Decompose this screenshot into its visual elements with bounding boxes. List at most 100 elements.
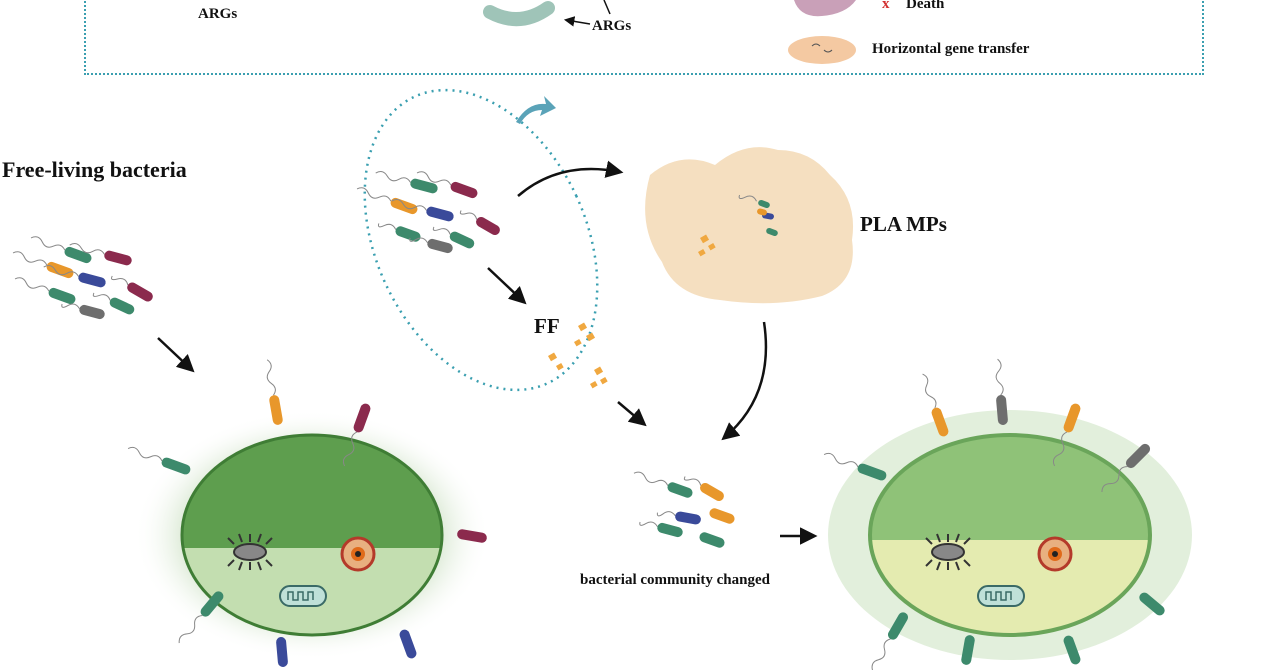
bacterium-body xyxy=(1063,635,1081,665)
flagellum xyxy=(738,194,757,202)
bacterium xyxy=(92,292,135,315)
bacterium-body xyxy=(931,407,949,437)
bacterium-body xyxy=(104,250,132,266)
bacterium xyxy=(178,591,224,644)
bacterium xyxy=(432,226,475,249)
flagellum xyxy=(639,521,658,527)
host-cell-right xyxy=(828,410,1192,660)
flagellum xyxy=(266,359,276,396)
bacterium xyxy=(871,612,908,670)
bacterium-body xyxy=(276,637,288,667)
flagellum xyxy=(416,171,452,186)
bacterium xyxy=(639,521,683,538)
legend-box xyxy=(84,0,1204,75)
bacterium xyxy=(69,243,132,266)
flagellum xyxy=(342,431,358,467)
bacterium-body xyxy=(269,395,283,425)
legend-death-cell xyxy=(794,0,856,17)
flagellum xyxy=(995,358,1004,396)
ff-label: FF xyxy=(534,314,560,338)
bacterium-body xyxy=(709,508,735,524)
bacterium-body xyxy=(161,457,191,475)
flagellum xyxy=(683,476,702,486)
bacteria-layer xyxy=(12,171,1165,670)
bacterium-body xyxy=(675,511,701,525)
bacterium-body xyxy=(427,238,453,254)
flagellum xyxy=(409,237,428,243)
flagellum xyxy=(823,452,859,468)
legend-hgt-label: Horizontal gene transfer xyxy=(872,41,1030,57)
legend-args-arrow xyxy=(563,16,591,27)
arrow-to-pla xyxy=(517,160,624,197)
ff-fragments xyxy=(548,234,716,389)
teal-curved-arrow xyxy=(516,96,556,124)
bacterium xyxy=(757,208,767,216)
bacterium xyxy=(127,446,191,475)
flagellum xyxy=(356,187,392,202)
damaged-organelle-right xyxy=(925,533,971,571)
bacterium xyxy=(266,359,283,425)
bacterium xyxy=(43,265,106,288)
free-living-bacteria-label: Free-living bacteria xyxy=(2,157,187,182)
flagellum xyxy=(92,292,111,301)
bacterium xyxy=(709,508,735,524)
bacterium-body xyxy=(410,178,438,194)
flagellum xyxy=(633,471,669,486)
arrow-free-to-cell xyxy=(157,337,195,373)
bacterium-body xyxy=(757,208,767,216)
bacterium xyxy=(409,237,453,254)
bacterium-body xyxy=(426,206,454,222)
bacterium xyxy=(995,358,1008,425)
legend-death-mark: x xyxy=(882,0,890,12)
flagellum xyxy=(61,303,80,309)
bacterium-body xyxy=(78,272,106,288)
bacterium-body xyxy=(657,522,683,538)
bacterium-body xyxy=(857,463,887,481)
bacterium-body xyxy=(200,591,224,617)
flagellum xyxy=(69,243,105,255)
bacterium xyxy=(683,476,724,501)
bacterium xyxy=(342,403,371,467)
bacterium-body xyxy=(476,217,500,235)
bacterium-body xyxy=(127,282,153,302)
bacterium-body xyxy=(762,212,774,220)
bacterium-body xyxy=(700,483,724,501)
bacterium-body xyxy=(1139,592,1165,616)
bacterium xyxy=(1063,635,1081,665)
flagellum xyxy=(110,275,129,286)
bacterium-body xyxy=(353,403,371,433)
bacterium xyxy=(110,275,153,302)
ros-spiral-left xyxy=(340,536,376,572)
flagellum xyxy=(127,446,163,462)
legend-hgt-cell xyxy=(788,36,856,64)
bacterium-body xyxy=(758,199,770,209)
bacterium xyxy=(459,210,500,235)
flagellum xyxy=(656,511,676,517)
bacterium xyxy=(61,303,105,320)
legend-death-label: Death xyxy=(906,0,945,12)
bacterium xyxy=(14,277,76,305)
bacterium-body xyxy=(449,231,475,249)
flagellum xyxy=(459,210,478,220)
legend-args-label: ARGs xyxy=(592,18,632,34)
bacterium-body xyxy=(667,482,693,498)
bacterium-body xyxy=(699,532,725,548)
bacterium xyxy=(30,236,92,264)
bacterium-body xyxy=(1125,443,1151,469)
bacterium-body xyxy=(450,181,478,199)
bacterium-body xyxy=(399,629,417,659)
bacterium xyxy=(738,194,770,209)
bacterium xyxy=(1101,443,1151,493)
mitochondrion-left xyxy=(279,585,327,607)
arrow-ff-to-community xyxy=(617,401,647,427)
host-cell-left xyxy=(134,410,490,660)
ros-spiral-right xyxy=(1037,536,1073,572)
arrow-pla-to-community xyxy=(721,321,768,441)
bacterium-body xyxy=(961,635,975,665)
bacterium-body xyxy=(1063,403,1081,433)
bacterium xyxy=(377,223,421,242)
bacterium xyxy=(633,471,693,498)
damaged-organelle-left xyxy=(227,533,273,571)
bacterium xyxy=(656,511,701,525)
